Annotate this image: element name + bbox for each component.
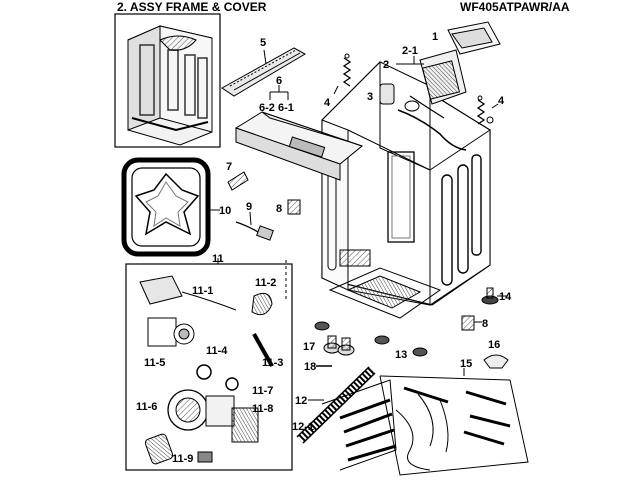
part-3-damper — [379, 83, 420, 112]
part-12-drain-hose — [296, 366, 397, 471]
callout-8-upper: 8 — [276, 203, 282, 215]
callout-8-lower: 8 — [482, 318, 488, 330]
part-15-wire-harness — [379, 368, 529, 476]
callout-3: 3 — [367, 91, 373, 103]
callout-9: 9 — [246, 201, 252, 213]
callout-2-1: 2-1 — [402, 45, 418, 57]
callout-11: 11 — [212, 253, 224, 265]
inset-frame-preview — [114, 13, 221, 148]
callout-16: 16 — [488, 339, 500, 351]
part-6-top-panel — [234, 111, 364, 181]
callout-10: 10 — [219, 205, 231, 217]
callout-2: 2 — [383, 59, 389, 71]
callout-12-1: 12-1 — [292, 421, 314, 433]
part-16-cover — [483, 354, 509, 369]
callout-11-6: 11-6 — [136, 401, 157, 413]
part-7-bracket — [227, 171, 249, 191]
callout-6: 6 — [276, 75, 282, 87]
callout-4-right: 4 — [498, 95, 505, 107]
part-10-frame-gasket — [121, 157, 211, 257]
callout-7: 7 — [226, 161, 232, 173]
callout-6-1: 6-1 — [278, 102, 294, 114]
callout-11-9: 11-9 — [172, 453, 193, 465]
callout-17: 17 — [303, 341, 315, 353]
main-cabinet — [321, 61, 491, 319]
callout-1: 1 — [432, 31, 438, 43]
part-2-dispenser-box — [419, 49, 467, 105]
part-17-foot — [314, 321, 428, 357]
model-number: WF405ATPAWR/AA — [460, 0, 570, 14]
callout-6-2: 6-2 — [259, 102, 275, 114]
part-8-clip-upper — [287, 199, 301, 215]
callout-18: 18 — [304, 361, 316, 373]
callout-5: 5 — [260, 37, 266, 49]
callout-14: 14 — [499, 291, 512, 303]
part-1-pcb-cover — [447, 21, 501, 55]
callout-12: 12 — [295, 395, 307, 407]
part-11-pump-assembly — [125, 258, 293, 471]
callout-11-3: 11-3 — [262, 357, 283, 369]
callout-11-5: 11-5 — [144, 357, 165, 369]
part-4-spring-left — [342, 53, 352, 87]
part-4-spring-right — [476, 95, 494, 125]
callout-15: 15 — [460, 358, 472, 370]
callout-4-left: 4 — [324, 97, 331, 109]
section-title: 2. ASSY FRAME & COVER — [117, 0, 267, 14]
part-5-top-rail — [221, 47, 307, 97]
part-14-leveling-leg — [481, 287, 499, 305]
callout-11-8: 11-8 — [252, 403, 273, 415]
callout-11-2: 11-2 — [255, 277, 276, 289]
callout-11-1: 11-1 — [192, 285, 213, 297]
callout-11-4: 11-4 — [206, 345, 228, 357]
part-8-clip-lower — [461, 315, 475, 331]
part-9-power-cord — [235, 221, 274, 241]
callout-13: 13 — [395, 349, 407, 361]
callout-11-7: 11-7 — [252, 385, 273, 397]
